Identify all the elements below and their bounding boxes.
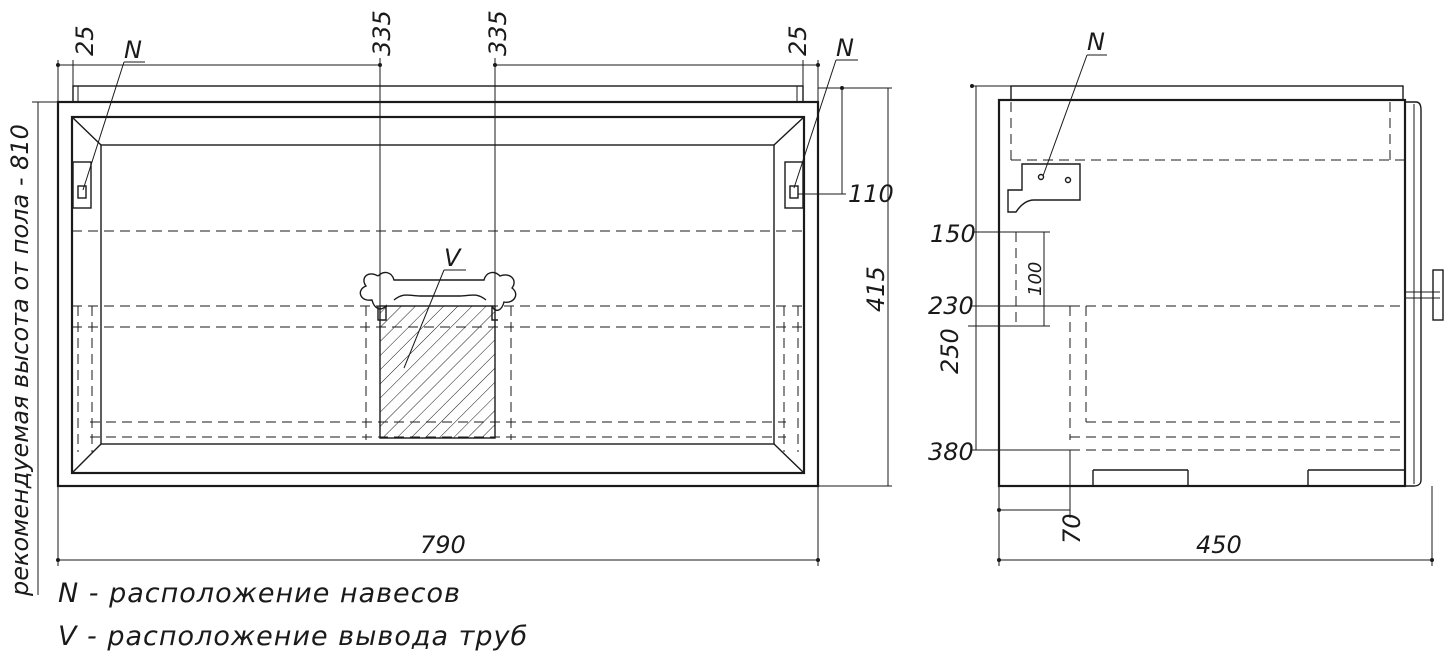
dim-150: 150 <box>930 220 976 248</box>
side-handle <box>1432 269 1444 321</box>
dim-left-offset: 25 <box>71 25 99 56</box>
dim-380: 380 <box>928 438 974 466</box>
dim-depth: 450 <box>1196 531 1242 559</box>
side-hanger-label: N <box>1087 28 1105 56</box>
hanger-label-right: N <box>836 34 854 62</box>
hanger-label-left: N <box>124 36 142 64</box>
dim-230: 230 <box>928 292 974 320</box>
door-frame-inner <box>100 144 775 445</box>
legend-hangers: N - расположение навесов <box>58 578 461 609</box>
dim-100: 100 <box>1025 262 1046 296</box>
side-cabinet <box>997 98 1407 488</box>
side-door <box>1405 101 1422 487</box>
dim-height: 415 <box>862 266 890 312</box>
side-view: N 150 230 250 380 100 70 450 <box>928 28 1444 566</box>
cabinet-outline <box>56 100 820 488</box>
top-slab <box>72 85 804 103</box>
legend-pipes: V - расположение вывода труб <box>58 621 528 652</box>
hanger-left <box>72 161 92 209</box>
side-top-slab <box>1010 85 1404 101</box>
dim-hanger-height: 110 <box>848 180 894 208</box>
legend: N - расположение навесов V - расположени… <box>58 578 528 652</box>
dim-pipe-right: 335 <box>484 10 512 56</box>
dim-width: 790 <box>420 531 466 559</box>
front-view: 25 335 335 25 N N V 110 415 790 <box>6 10 894 597</box>
hanger-right <box>784 161 804 209</box>
side-hanger-bracket <box>1007 163 1081 213</box>
dim-70: 70 <box>1058 513 1086 544</box>
recommended-height-note: рекомендуемая высота от пола - 810 <box>6 124 34 597</box>
dim-pipe-left: 335 <box>368 10 396 56</box>
pipe-label: V <box>444 244 462 272</box>
door-frame-outer <box>70 115 806 475</box>
dim-right-offset: 25 <box>784 25 812 56</box>
pipe-outlet-area <box>379 305 496 439</box>
dim-250: 250 <box>936 328 964 374</box>
